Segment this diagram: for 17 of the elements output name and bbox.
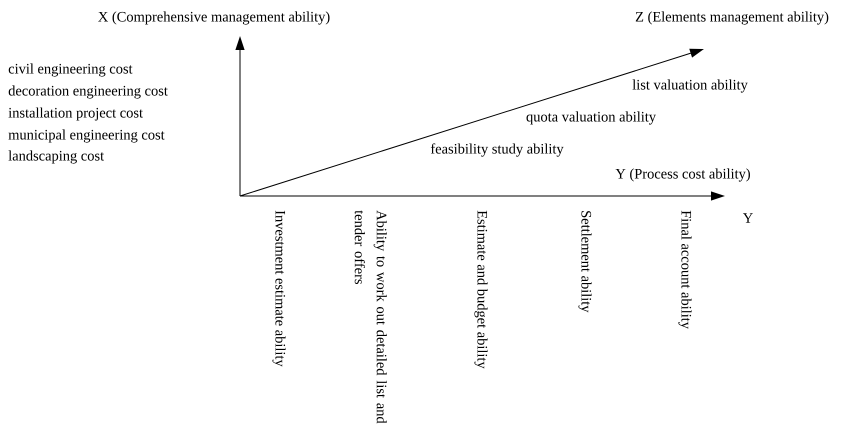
ability-label: Final account ability — [678, 210, 692, 329]
ability-label: Investment estimate ability — [272, 210, 286, 367]
ability-label: list valuation ability — [632, 79, 748, 93]
axis-label: X (Comprehensive management ability) — [98, 11, 330, 25]
ability-label: Ability to work out detailed list and tender offers — [354, 210, 387, 424]
axis-label: Y (Process cost ability) — [616, 168, 750, 182]
ability-label: feasibility study ability — [430, 143, 564, 157]
category-label: decoration engineering cost — [8, 85, 168, 99]
ability-label: quota valuation ability — [526, 111, 656, 125]
category-label: landscaping cost — [8, 150, 104, 164]
axis-label: Y — [742, 213, 753, 223]
category-label: municipal engineering cost — [8, 129, 165, 143]
ability-label: Estimate and budget ability — [474, 210, 488, 369]
ability-label: Settlement ability — [578, 211, 592, 312]
category-label: civil engineering cost — [8, 63, 132, 77]
category-label: installation project cost — [8, 107, 143, 121]
axis-label: Z (Elements management ability) — [636, 11, 828, 25]
